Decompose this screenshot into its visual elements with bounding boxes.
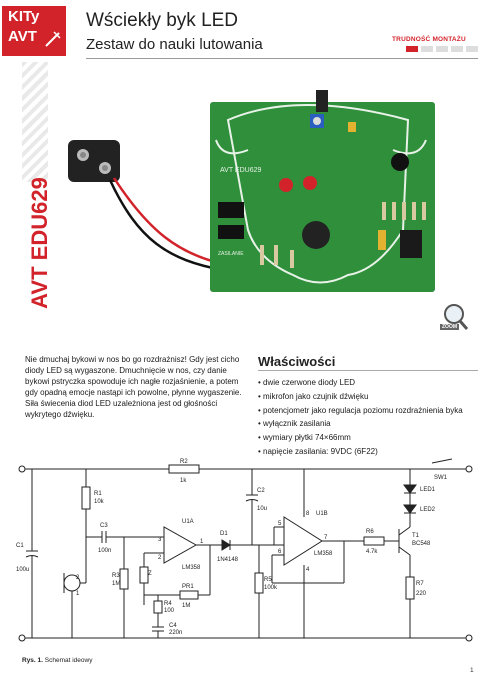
d1-value: 1N4148	[217, 557, 239, 563]
d1-label: D1	[220, 531, 228, 537]
r2-label: R2	[180, 459, 188, 465]
r3-label: R3	[112, 573, 120, 579]
schematic-diagram: R2 1k R1 10k C1 100u C2 10u C3 100n R3 1…	[16, 458, 473, 642]
pcb-board: AVT EDU629 ZASILANIE	[210, 90, 435, 292]
features-divider	[258, 370, 478, 371]
zoom-icon[interactable]	[440, 302, 470, 340]
side-stripes	[22, 62, 48, 182]
feature-item: mikrofon jako czujnik dźwięku	[258, 390, 463, 404]
feature-item: dwie czerwone diody LED	[258, 376, 463, 390]
pin-label: 2	[158, 555, 162, 561]
page-title: Wściekły byk LED	[86, 10, 239, 31]
r7-label: R7	[416, 581, 424, 587]
led1-label: LED1	[420, 487, 436, 493]
pin-label: 2	[76, 575, 80, 581]
caption-text: Schemat ideowy	[44, 657, 93, 664]
c3-value: 100n	[98, 548, 111, 554]
u1a-value: LM358	[182, 565, 201, 571]
difficulty-bar	[466, 46, 478, 52]
led2-label: LED2	[420, 507, 436, 513]
page-subtitle: Zestaw do nauki lutowania	[86, 36, 263, 53]
power-label: ZASILANIE	[218, 251, 244, 257]
r4-label: R4	[164, 601, 172, 607]
kity-avt-logo: KITy AVT	[2, 6, 66, 56]
c1-value: 100u	[16, 567, 29, 573]
feature-item: wyłącznik zasilania	[258, 417, 463, 431]
board-label: AVT EDU629	[220, 167, 261, 174]
figure-caption: Rys. 1. Schemat ideowy	[22, 657, 92, 664]
c3-label: C3	[100, 523, 108, 529]
pr1-label: PR1	[182, 584, 194, 590]
pin-label: 3	[158, 537, 162, 543]
pin-label: 7	[324, 535, 328, 541]
feature-item: potencjometr jako regulacja poziomu rozd…	[258, 404, 463, 418]
caption-label: Rys. 1.	[22, 657, 43, 664]
feature-item: napięcie zasilania: 9VDC (6F22)	[258, 445, 463, 459]
t1-label: T1	[412, 533, 420, 539]
product-photo: AVT EDU629 ZASILANIE	[68, 90, 435, 292]
battery-clip	[68, 140, 229, 272]
u1a-label: U1A	[182, 519, 194, 525]
r2-value: 1k	[180, 478, 187, 484]
difficulty-label: TRUDNOŚĆ MONTAŻU	[392, 36, 466, 43]
r7-value: 220	[416, 591, 427, 597]
pin-label: 1	[200, 539, 204, 545]
intro-paragraph: Siła świecenia diod LED uzależniona jest…	[25, 399, 218, 420]
u1b-label: U1B	[316, 511, 328, 517]
page-number: 1	[470, 667, 474, 674]
features-list: dwie czerwone diody LED mikrofon jako cz…	[258, 376, 463, 459]
logo-line1: KITy	[8, 8, 40, 25]
c1-label: C1	[16, 543, 24, 549]
c2-label: C2	[257, 488, 265, 494]
c2-value: 10u	[257, 506, 267, 512]
r5-value: 100k	[264, 585, 278, 591]
difficulty-meter	[406, 46, 478, 52]
sw1-label: SW1	[434, 475, 448, 481]
r6-label: R6	[366, 529, 374, 535]
intro-text: Nie dmuchaj bykowi w nos bo go rozdrażni…	[25, 354, 245, 421]
pin-label: 5	[278, 521, 282, 527]
c4-value: 220n	[169, 630, 182, 636]
difficulty-bar	[406, 46, 418, 52]
difficulty-bar	[451, 46, 463, 52]
r1-label: R1	[94, 491, 102, 497]
zoom-label: ZOOM	[440, 324, 459, 330]
z-label: Z	[148, 571, 152, 577]
pin-label: 6	[278, 549, 282, 555]
pin-label: 1	[76, 591, 80, 597]
r3-value: 1M	[112, 581, 120, 587]
c4-label: C4	[169, 623, 177, 629]
soldering-iron-icon	[45, 31, 61, 47]
r4-value: 100	[164, 608, 175, 614]
difficulty-bar	[421, 46, 433, 52]
difficulty-bar	[436, 46, 448, 52]
u1b-value: LM358	[314, 551, 333, 557]
r6-value: 4.7k	[366, 549, 378, 555]
t1-value: BC548	[412, 541, 431, 547]
pin-label: 8	[306, 511, 310, 517]
features-title: Właściwości	[258, 354, 336, 369]
header-divider	[86, 58, 478, 59]
logo-line2: AVT	[8, 28, 37, 45]
feature-item: wymiary płytki 74×66mm	[258, 431, 463, 445]
intro-paragraph: Nie dmuchaj bykowi w nos bo go rozdrażni…	[25, 355, 242, 398]
pr1-value: 1M	[182, 603, 190, 609]
pin-label: 4	[306, 567, 310, 573]
r1-value: 10k	[94, 499, 105, 505]
r5-label: R5	[264, 577, 272, 583]
